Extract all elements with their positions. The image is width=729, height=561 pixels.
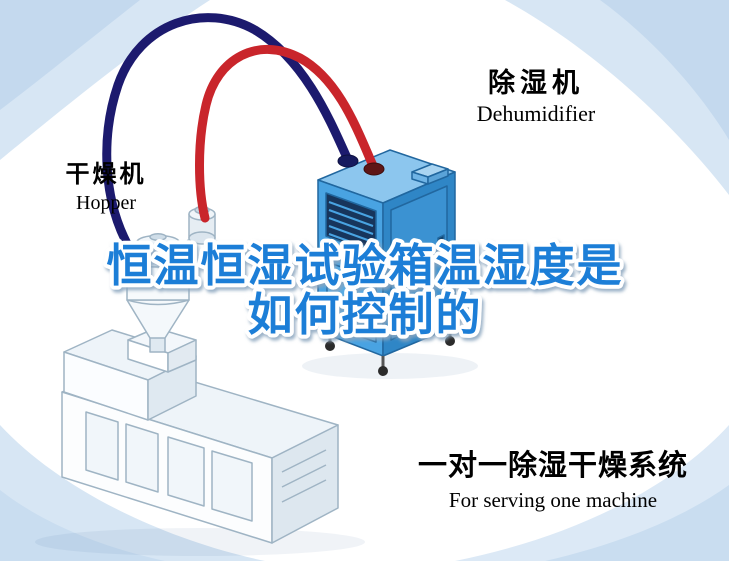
dehumidifier-label-en: Dehumidifier — [476, 101, 596, 127]
return-air-pipe — [102, 13, 353, 254]
caster-wheels — [325, 326, 455, 376]
pipe-port-navy — [337, 154, 359, 168]
machine-panel — [85, 411, 119, 481]
headline-line-2: 如何控制的 — [247, 289, 482, 340]
system-label-en: For serving one machine — [448, 488, 658, 513]
machine-body-side — [271, 424, 339, 544]
hopper-label: 干燥机 Hopper — [38, 161, 174, 215]
door-handle — [437, 234, 445, 261]
dehumidifier-unit — [302, 149, 478, 379]
dehumidifier-label-cn: 除湿机 — [488, 68, 584, 98]
headline: 恒温恒湿试验箱温湿度是 如何控制的 — [102, 236, 625, 344]
system-label: 一对一除湿干燥系统 For serving one machine — [398, 450, 708, 514]
hopper-label-en: Hopper — [76, 191, 136, 214]
machine-panel — [125, 423, 159, 493]
machine-side-vents — [281, 449, 327, 503]
swoosh-bottom-left-inner — [0, 490, 165, 561]
molding-machine — [35, 327, 365, 556]
hopper-band — [126, 299, 190, 306]
hopper-cone — [126, 299, 190, 339]
top-box-side — [427, 168, 449, 185]
hopper-dryer — [126, 205, 216, 353]
swoosh-top-right-inner — [600, 0, 729, 140]
dehumidifier-shadow — [302, 353, 478, 379]
hopper-label-cn: 干燥机 — [65, 161, 147, 188]
hopper-lid-knob — [149, 233, 167, 241]
machine-panel — [167, 436, 205, 507]
machine-panel — [211, 450, 253, 522]
swoosh-bottom-left — [0, 425, 265, 561]
blower-bottom — [188, 231, 216, 245]
side-door — [390, 185, 448, 341]
pipe-port-red — [363, 162, 385, 176]
machine-shadow — [35, 528, 365, 556]
swoosh-bottom-right-inner — [545, 485, 729, 561]
system-label-cn: 一对一除湿干燥系统 — [417, 450, 688, 482]
front-panel — [326, 261, 377, 343]
dehumidifier-label: 除湿机 Dehumidifier — [438, 68, 634, 127]
headline-line-1: 恒温恒湿试验箱温湿度是 — [106, 240, 623, 291]
swoosh-top-left-inner — [0, 0, 140, 110]
vent-grille-slats — [328, 201, 374, 251]
dry-air-pipe — [195, 44, 379, 223]
feed-box-side — [167, 339, 197, 373]
